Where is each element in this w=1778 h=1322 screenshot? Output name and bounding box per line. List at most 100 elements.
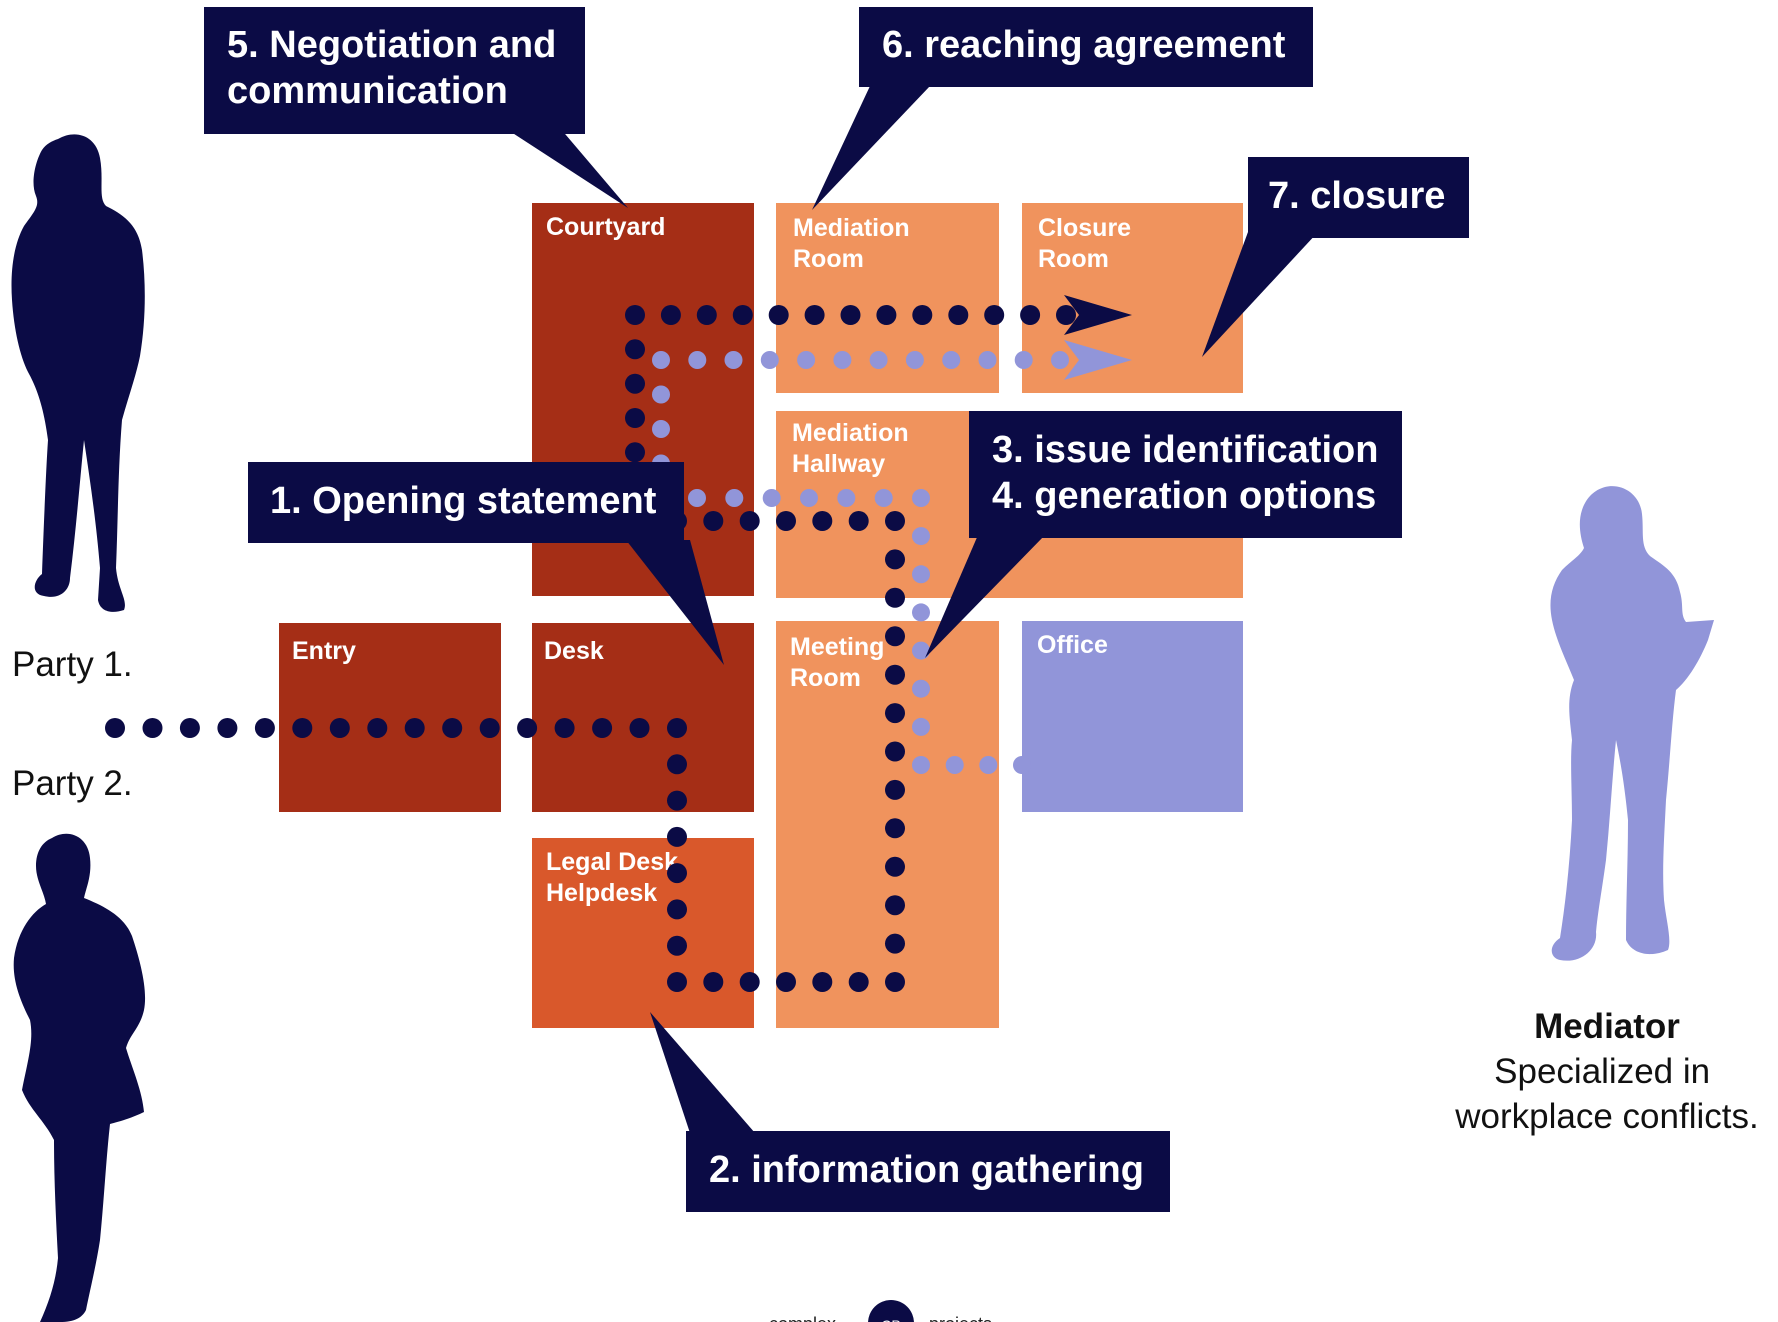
party2-silhouette-icon (13, 833, 146, 1322)
mediator-title: Mediator (1534, 1007, 1680, 1046)
mediator-path-dot (688, 489, 706, 507)
callout-step1: 1. Opening statement (248, 462, 724, 665)
parties-path-dot (812, 511, 833, 531)
mediator-path-dot (1051, 351, 1069, 369)
parties-path-dot (885, 779, 905, 800)
room-office (1022, 621, 1243, 812)
mediator-path-dot (762, 489, 781, 507)
svg-text:6. reaching agreement: 6. reaching agreement (882, 24, 1286, 66)
parties-path-dot (703, 972, 724, 992)
parties-path-dot (479, 718, 500, 738)
mediator-path-dot (837, 489, 856, 507)
parties-path-dot (768, 305, 789, 325)
parties-path-dot (885, 703, 905, 724)
parties-path-dot (517, 718, 538, 738)
parties-path-dot (625, 305, 645, 325)
parties-path-dot (812, 972, 833, 992)
mediator-path-dot (978, 351, 997, 369)
parties-path-dot (554, 718, 575, 738)
parties-path-dot (1020, 305, 1041, 325)
room-entry (279, 623, 501, 812)
logo-left-text: complex (769, 1314, 836, 1322)
mediator-path-dot (905, 351, 924, 369)
parties-path-dot (984, 305, 1005, 325)
parties-path-dot (667, 790, 687, 811)
parties-path-dot (667, 972, 687, 992)
parties-path-dot (703, 511, 724, 531)
parties-path-dot (667, 899, 687, 920)
parties-path-dot (667, 718, 687, 738)
parties-path-dot (625, 339, 645, 360)
mediator-path-dot (912, 565, 930, 584)
parties-path (105, 305, 1076, 992)
parties-path-dot (885, 626, 905, 647)
parties-path-dot (667, 935, 687, 956)
svg-text:7. closure: 7. closure (1268, 175, 1445, 217)
complex-projects-logo: complex CP projects (769, 1300, 992, 1322)
parties-path-dot (105, 718, 125, 738)
label-closure-room: Closure Room (1038, 214, 1138, 273)
mediator-path-dot (912, 489, 930, 507)
mediator-path-dot (760, 351, 779, 369)
parties-path-dot (442, 718, 463, 738)
rooms (279, 203, 1243, 1028)
parties-path-dot (404, 718, 425, 738)
parties-path-dot (625, 442, 645, 463)
mediator-path-dot (912, 641, 930, 660)
svg-text:2. information gathering: 2. information gathering (709, 1149, 1144, 1191)
svg-text:5. Negotiation and commu: 5. Negotiation and communication (227, 24, 567, 112)
callout-step5: 5. Negotiation and communication (204, 7, 628, 208)
room-legal-desk (532, 838, 754, 1028)
parties-path-dot (885, 933, 905, 954)
parties-path-dot (912, 305, 933, 325)
mediator-path-dot (800, 489, 818, 507)
parties-path-dot (948, 305, 969, 325)
parties-path-dot (885, 972, 905, 992)
parties-path-dot (292, 718, 313, 738)
label-mediation-hallway: Mediation Hallway (792, 419, 916, 478)
mediator-path-dot (912, 527, 930, 546)
parties-path-dot (885, 741, 905, 762)
parties-path-dot (732, 305, 753, 325)
label-entry: Entry (292, 637, 356, 665)
parties-path-dot (592, 718, 613, 738)
mediator-path-dot (874, 489, 893, 507)
mediator-path-dot (912, 603, 930, 622)
mediator-silhouette-icon (1550, 486, 1714, 961)
parties-path-dot (329, 718, 350, 738)
mediator-path-dot (1013, 756, 1031, 774)
parties-path-dot (885, 587, 905, 608)
parties-path-dot (848, 511, 869, 531)
parties-path-dot (667, 754, 687, 775)
parties-path-dot (776, 972, 796, 992)
parties-path-dot (696, 305, 717, 325)
mediator-path-dot (652, 385, 670, 404)
parties-path-dot (885, 818, 905, 839)
parties-path-dot (217, 718, 238, 738)
mediator-path-dot (912, 756, 930, 774)
party2-label: Party 2. (12, 764, 133, 803)
parties-path-dot (848, 972, 869, 992)
svg-text:1. Opening statement: 1. Opening statement (270, 480, 657, 522)
logo-mark-text: CP (881, 1317, 900, 1322)
logo-right-text: projects (929, 1314, 992, 1322)
label-meeting-room: Meeting Room (790, 633, 891, 692)
mediator-path-dot (652, 420, 670, 438)
mediator-path-dot (942, 351, 961, 369)
logo-mark-icon (868, 1300, 914, 1322)
callout-step34: 3. issue identification 4. generation op… (925, 411, 1402, 658)
parties-path-dot (179, 718, 200, 738)
arrowhead-icon (1064, 340, 1132, 380)
parties-path-dot (629, 718, 650, 738)
parties-path-dot (885, 511, 905, 531)
mediator-path-dot (725, 489, 744, 507)
party1-label: Party 1. (12, 645, 133, 684)
mediator-path-dot (1014, 351, 1033, 369)
label-office: Office (1037, 631, 1108, 659)
svg-text:3. issue identification: 3. issue identification 4. generation op… (992, 429, 1389, 517)
parties-path-dot (876, 305, 897, 325)
mediator-description: Specialized in workplace conflicts. (1454, 1052, 1758, 1136)
callout-step6: 6. reaching agreement (812, 7, 1313, 210)
mediator-path-dot (652, 351, 670, 369)
